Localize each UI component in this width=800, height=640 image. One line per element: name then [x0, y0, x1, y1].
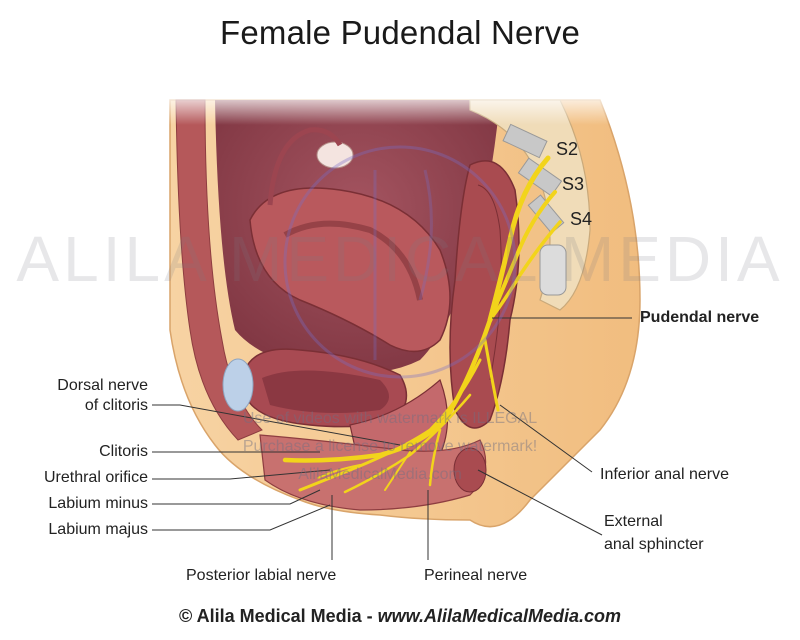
label-clitoris: Clitoris: [99, 443, 148, 460]
ovary: [316, 141, 354, 169]
label-dorsal-nerve-line1: Dorsal nerve: [57, 377, 148, 394]
pubic-bone: [222, 358, 254, 412]
label-pudendal-nerve: Pudendal nerve: [640, 309, 760, 326]
vertebra-discs: [502, 123, 567, 296]
label-inferior-anal-nerve: Inferior anal nerve: [600, 466, 729, 483]
label-labium-minus: Labium minus: [48, 495, 148, 512]
label-posterior-labial-nerve: Posterior labial nerve: [186, 567, 337, 584]
diagram-title: Female Pudendal Nerve: [219, 14, 581, 51]
label-perineal-nerve: Perineal nerve: [424, 567, 528, 584]
label-dorsal-nerve-line2: of clitoris: [84, 397, 148, 414]
label-external-anal-line2: anal sphincter: [604, 536, 704, 553]
rectum: [449, 160, 520, 429]
footer-copyright: © Alila Medical Media -: [178, 606, 378, 626]
watermark-logo: [283, 145, 517, 379]
abdominal-wall: [175, 99, 263, 441]
footer-credit: © Alila Medical Media - www.AlilaMedical…: [0, 606, 800, 627]
leader-lines: [152, 317, 632, 560]
label-s4: S4: [570, 209, 593, 229]
pudendal-nerve-paths: [282, 155, 562, 494]
fallopian-tube: [267, 127, 343, 206]
label-s3: S3: [562, 174, 585, 194]
footer-website-link[interactable]: www.AlilaMedicalMedia.com: [377, 606, 622, 626]
label-labium-majus: Labium majus: [48, 521, 148, 538]
label-external-anal-line1: External: [604, 513, 663, 530]
anal-sphincter: [453, 447, 487, 493]
label-s2: S2: [556, 139, 579, 159]
label-urethral-orifice: Urethral orifice: [43, 469, 148, 486]
